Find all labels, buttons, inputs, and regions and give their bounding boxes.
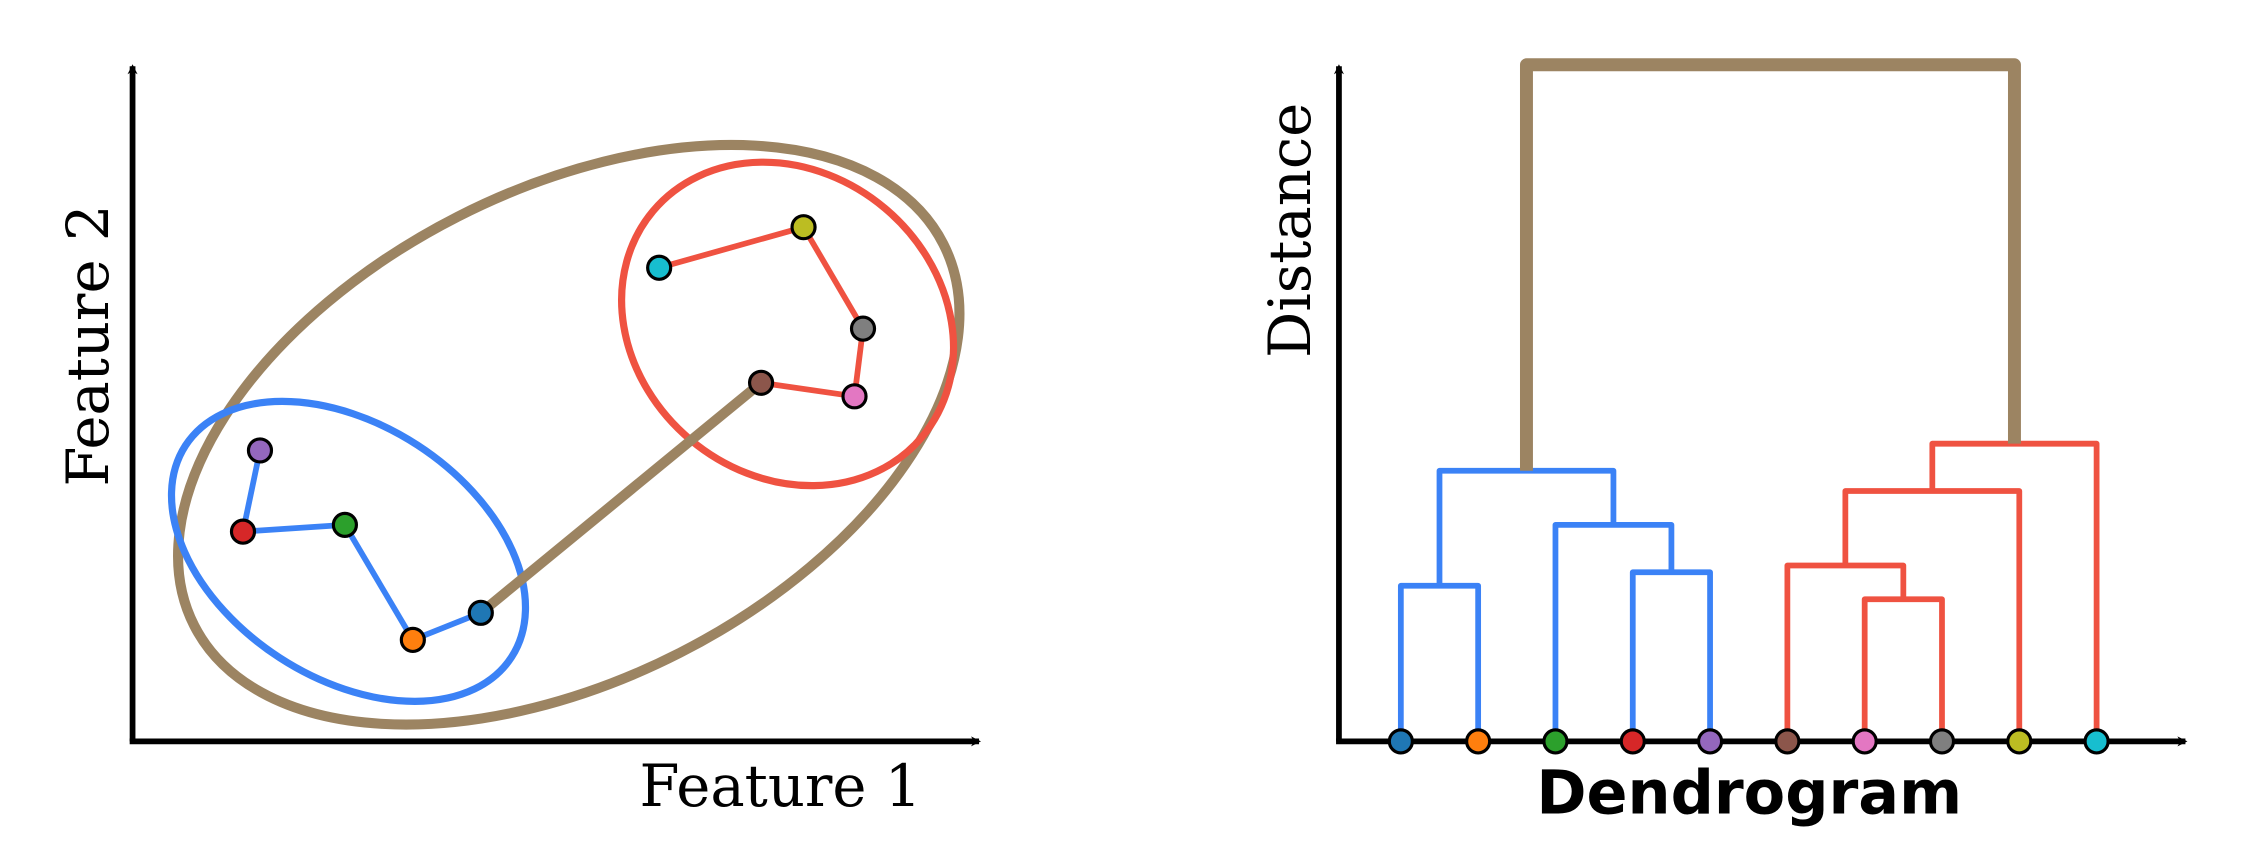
- edge-cyan-olive: [658, 224, 805, 271]
- dendrogram-panel: Dendrogram Distance: [1257, 58, 2188, 828]
- point-blue: [467, 599, 494, 626]
- leaf-orange: [1465, 728, 1492, 755]
- edge-red-green: [242, 522, 346, 535]
- leaf-brown: [1774, 728, 1801, 755]
- edge-purple-red: [240, 449, 263, 533]
- scatter-panel: Feature 1 Feature 2: [55, 64, 982, 820]
- merge-m9: [1519, 58, 2021, 471]
- point-brown: [747, 369, 775, 396]
- dendrogram-title: Dendrogram: [1536, 758, 1962, 828]
- point-green: [331, 511, 358, 538]
- point-cyan: [646, 254, 673, 281]
- leaf-cyan: [2083, 728, 2110, 755]
- merge-m3: [1552, 521, 1675, 742]
- edge-blue-brown: [477, 378, 765, 617]
- root-cluster-ellipse: [173, 139, 965, 730]
- leaf-purple: [1696, 728, 1724, 755]
- merge-m7: [1842, 488, 2023, 742]
- edge-olive-gray: [801, 225, 866, 331]
- point-olive: [790, 214, 817, 241]
- leaf-red: [1619, 728, 1646, 755]
- edge-green-orange: [342, 523, 416, 642]
- point-red: [229, 518, 257, 545]
- merge-m5: [1861, 596, 1945, 742]
- leaf-pink: [1851, 728, 1878, 755]
- y-axis-label: Feature 2: [55, 205, 122, 487]
- red-cluster-ellipse: [618, 158, 958, 490]
- point-pink: [841, 383, 868, 410]
- merge-m4: [1436, 467, 1617, 586]
- merge-m6: [1784, 562, 1907, 742]
- leaf-gray: [1928, 728, 1956, 755]
- leaf-blue: [1387, 728, 1414, 755]
- edge-pink-brown: [760, 379, 855, 400]
- point-orange: [399, 626, 426, 654]
- leaf-green: [1542, 728, 1569, 755]
- leaf-olive: [2006, 728, 2033, 755]
- merge-m1: [1397, 582, 1482, 742]
- blue-cluster-ellipse: [167, 397, 530, 705]
- point-purple: [246, 437, 274, 464]
- merge-m2: [1629, 569, 1713, 742]
- x-axis-label: Feature 1: [639, 753, 921, 820]
- point-gray: [849, 315, 877, 342]
- distance-axis-label: Distance: [1257, 103, 1324, 358]
